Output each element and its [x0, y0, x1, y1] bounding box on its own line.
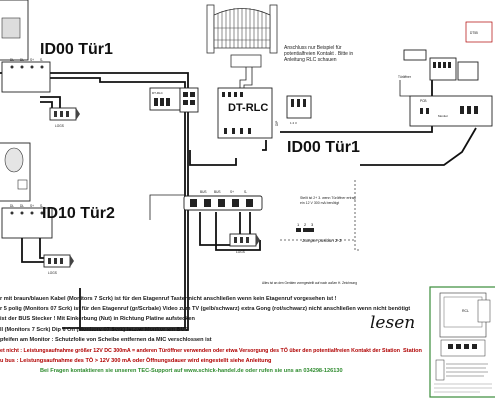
label-id00-left: ID00 Tür1: [40, 41, 113, 58]
label-dt-rlc: DT-RLC: [228, 102, 268, 114]
svg-text:2: 2: [304, 222, 307, 227]
terminal-label: S+: [30, 204, 34, 208]
bus-terminal-label: BUS: [214, 190, 221, 194]
wire-bus-top-2: [30, 77, 186, 90]
svg-text:Türöffner: Türöffner: [398, 75, 412, 79]
bus-block: BUS BUS S+ S- LOGS: [183, 190, 263, 254]
wire-monitor-2b: [39, 238, 45, 259]
terminal-label: S-: [40, 204, 43, 208]
note-line: ll (Monitors 7 Scrk) Dip 6 On (Monitors …: [0, 327, 189, 333]
red-tag-box: [465, 21, 493, 43]
svg-text:RCL: RCL: [462, 309, 469, 313]
note-line: r mit braun/blauen Kabel (Monitors 7 Scr…: [0, 296, 337, 302]
gate-note: Anschluss nur Beispiel für potentialfrei…: [284, 45, 353, 63]
note-line-red: et nicht : Leistungsaufnahme größer 12V …: [0, 347, 401, 354]
bus-terminal-label: S+: [230, 190, 234, 194]
footer-right-note: Alles ist an den Geräten vormgestellt au…: [262, 281, 357, 285]
wire-mid-2: [215, 212, 261, 251]
monitor-top: DL DL S+ S- LOGS: [0, 0, 80, 128]
terminal-label: DL: [20, 204, 24, 208]
label-id10: ID10 Tür2: [42, 205, 115, 222]
wire-rlc-right: [262, 140, 267, 151]
controller-board: [409, 95, 493, 127]
wire-to-rlc: [189, 150, 237, 166]
svg-text:3: 3: [311, 222, 314, 227]
controller-unit: DT55 Türöffner PCB Monitor: [398, 21, 493, 127]
wire-mid-1: [199, 212, 230, 246]
dt-rlc-module: DT-RLC DT-RLC 1 2 3 DIP: [149, 87, 312, 139]
dtrlc-connector: [179, 87, 199, 113]
wire-monitor-1: [40, 96, 61, 110]
lesen-label: lesen: [370, 313, 415, 333]
wire-monitor-2: [21, 238, 45, 263]
note-line: ist der BUS Stecker ! Mit Einkerbung (Nu…: [0, 316, 195, 322]
bus-terminal-label: S-: [244, 190, 247, 194]
jumper-note: Jumper position 2-3: [302, 238, 342, 243]
wire-to-unit-2: [360, 127, 477, 166]
plug-label: LOGS: [55, 124, 64, 128]
monitor-top-panel: [1, 61, 51, 93]
svg-text:DIP: DIP: [275, 121, 279, 126]
monitor-top-screen: [1, 17, 21, 39]
svg-text:Monitor: Monitor: [438, 114, 448, 118]
svg-text:1 2 3: 1 2 3: [290, 121, 297, 125]
note-support: Bei Fragen kontaktieren sie unseren TEC-…: [40, 368, 343, 374]
terminal-label: S+: [30, 58, 34, 62]
notes-block: r mit braun/blauen Kabel (Monitors 7 Scr…: [0, 296, 423, 374]
note-line-red: u bus : Leistungsaufnahme des TÖ > 12V 3…: [0, 357, 272, 364]
note-line: r 5 polig (Monitors 07 Scrk) ist für den…: [0, 306, 410, 312]
monitor-bottom-panel: [1, 207, 53, 239]
terminal-label: DL: [10, 204, 14, 208]
terminal-label: DL: [10, 58, 14, 62]
monitor-bottom-camera: [4, 147, 24, 173]
plug-label: LOGS: [48, 271, 57, 275]
inset-panel: RCL: [429, 286, 495, 398]
note-station: Station: [403, 348, 423, 354]
jumper: Stellt ist 2+ 3. wenn Türöffner ertrag e…: [296, 196, 356, 243]
wire-bus-down: [79, 112, 189, 331]
svg-text:1: 1: [297, 222, 300, 227]
wire-mid-5: [149, 194, 184, 220]
gate-illustration: [206, 4, 278, 88]
terminal-label: DL: [20, 58, 24, 62]
svg-text:PCB: PCB: [420, 99, 427, 103]
bus-terminal-label: BUS: [200, 190, 207, 194]
note-line: pfeifen am Monitor : Schutzfolie von Sch…: [0, 337, 212, 343]
terminal-label: S-: [40, 58, 43, 62]
label-id00-right: ID00 Tür1: [287, 139, 360, 156]
wire-bus-down-2: [62, 112, 186, 329]
svg-text:DT55: DT55: [470, 31, 478, 35]
wire-dashed: [354, 180, 360, 251]
svg-text:DT-RLC: DT-RLC: [152, 91, 164, 95]
monitor-bottom: DL DL S+ S- LOGS: [0, 142, 74, 275]
svg-text:LOGS: LOGS: [236, 250, 245, 254]
